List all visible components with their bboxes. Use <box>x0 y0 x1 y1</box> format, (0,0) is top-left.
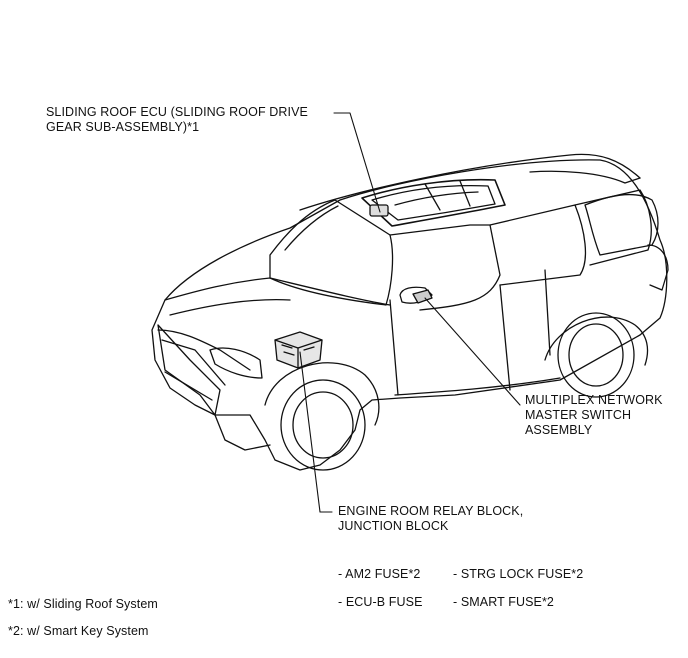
fuse-am2: - AM2 FUSE*2 <box>338 567 421 581</box>
callout-engine-room-relay: ENGINE ROOM RELAY BLOCK, JUNCTION BLOCK <box>338 504 523 534</box>
callout-line: MULTIPLEX NETWORK <box>525 393 663 407</box>
leader-engine-room <box>299 351 333 513</box>
hood <box>164 277 391 306</box>
side-mirror <box>399 286 433 304</box>
callout-sliding-roof-ecu: SLIDING ROOF ECU (SLIDING ROOF DRIVE GEA… <box>46 105 308 135</box>
engine-room-relay-block <box>274 331 323 369</box>
fuse-ecu-b: - ECU-B FUSE <box>338 595 423 609</box>
front-wheel-arch <box>264 362 380 426</box>
callout-multiplex-switch: MULTIPLEX NETWORK MASTER SWITCH ASSEMBLY <box>525 393 663 438</box>
rear-window <box>584 193 659 256</box>
leader-sliding-roof-ecu <box>333 112 381 213</box>
callout-line: JUNCTION BLOCK <box>338 519 449 533</box>
callout-line: GEAR SUB-ASSEMBLY)*1 <box>46 120 200 134</box>
fuse-strg-lock: - STRG LOCK FUSE*2 <box>453 567 584 581</box>
multiplex-switch-module <box>412 289 433 304</box>
rear-wheel <box>557 312 635 398</box>
front-wheel <box>280 379 366 471</box>
callout-line: ASSEMBLY <box>525 423 593 437</box>
footnote-sliding-roof: *1: w/ Sliding Roof System <box>8 597 158 611</box>
callout-line: SLIDING ROOF ECU (SLIDING ROOF DRIVE <box>46 105 308 119</box>
rear-wheel-arch <box>544 316 649 366</box>
footnote-smart-key: *2: w/ Smart Key System <box>8 624 149 638</box>
callout-line: MASTER SWITCH <box>525 408 632 422</box>
headlight <box>209 347 263 379</box>
callout-line: ENGINE ROOM RELAY BLOCK, <box>338 504 524 518</box>
windshield <box>269 199 394 306</box>
roof-line <box>299 153 641 211</box>
sunroof <box>361 178 506 227</box>
leader-multiplex-switch <box>424 297 521 406</box>
fuse-smart: - SMART FUSE*2 <box>453 595 554 609</box>
